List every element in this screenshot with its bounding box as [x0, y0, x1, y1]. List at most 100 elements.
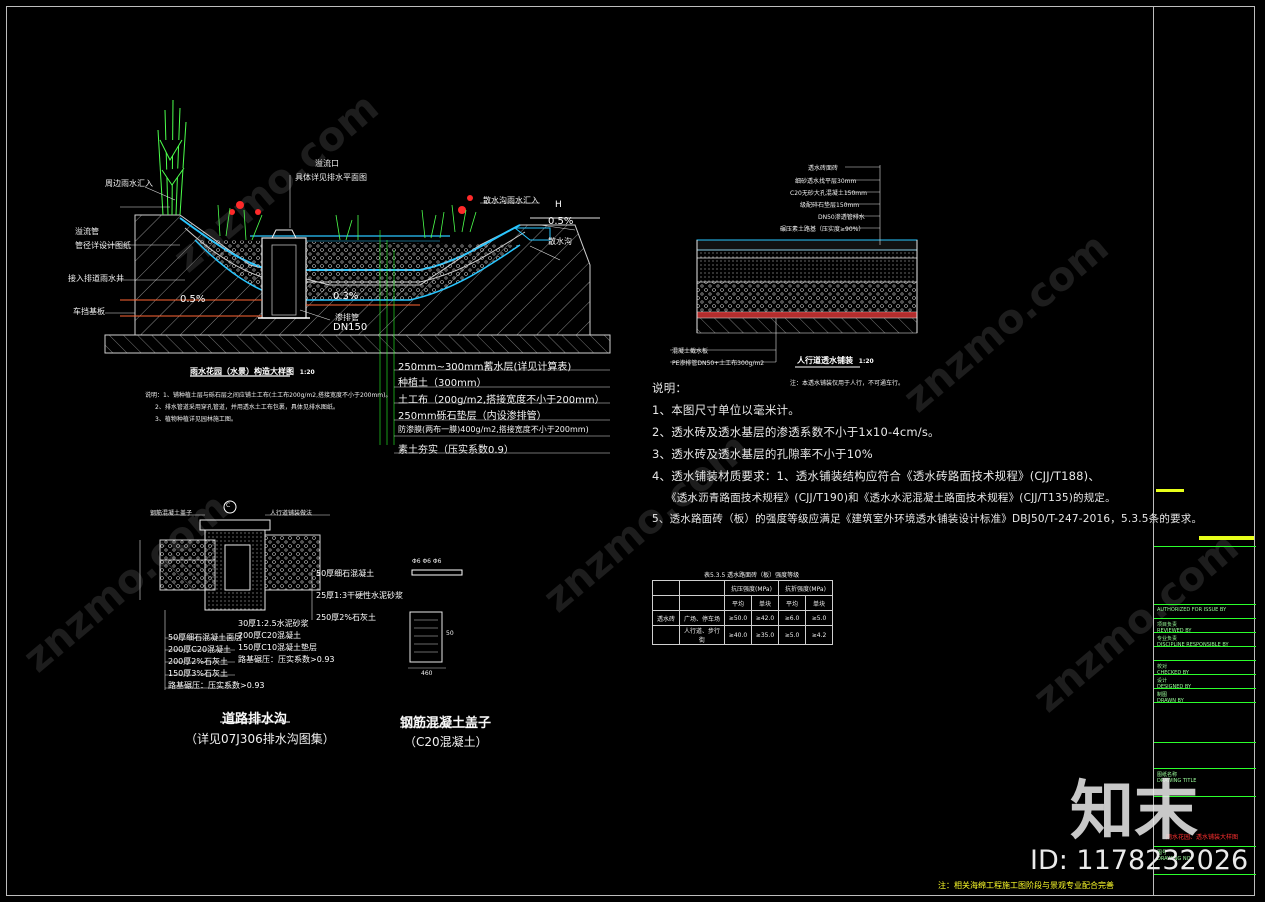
cover-title: 钢筋混凝土盖子 — [400, 716, 492, 731]
ditch-subtitle: （详见07J306排水沟图集） — [185, 732, 335, 746]
layer-1: 250mm~300mm蓄水层(详见计算表) — [398, 362, 572, 373]
tb-divider — [1154, 846, 1256, 847]
table-cell: ≥50.0 — [724, 610, 752, 626]
layer-5: 防渗膜(两布一膜)400g/m2,搭接宽度不小于200mm) — [398, 425, 589, 434]
pave-layer-2: 细砂透水找平层30mm — [795, 178, 857, 185]
table-header-row: 平均 单块 平均 单块 — [652, 595, 833, 611]
connect-well-label: 接入排道雨水井 — [68, 274, 124, 283]
overflow-detail-label: 具体详见排水平面图 — [295, 173, 367, 182]
slope-left-label: 0.5% — [180, 294, 206, 305]
tb-divider — [1154, 674, 1256, 675]
table-cell: 平均 — [778, 595, 806, 611]
tb-field: 项目负责 — [1157, 622, 1178, 628]
general-notes: 说明： 1、本图尺寸单位以毫米计。 2、透水砖及透水基层的渗透系数不小于1x10… — [652, 380, 1202, 526]
tb-field: CHECKED BY — [1157, 670, 1189, 676]
notes-heading: 说明： — [652, 381, 688, 395]
ditch-label-9: 路基碾压：压实系数>0.93 — [238, 655, 335, 664]
drain-ditch-section — [139, 500, 330, 723]
pave-layer-3: C20无砂大孔混凝土150mm — [790, 190, 867, 197]
tb-field: 校对 — [1157, 664, 1168, 670]
table-cell — [679, 580, 725, 596]
table-cell: 人行道、步行街 — [679, 625, 725, 645]
note-item-4: 4、透水铺装材质要求：1、透水铺装结构应符合《透水砖路面技术规程》(CJJ/T1… — [652, 469, 1101, 483]
table-cell: ≥5.0 — [805, 610, 833, 626]
tb-field: DRAWN BY — [1157, 698, 1184, 704]
tb-field: 图纸名称 — [1157, 772, 1178, 778]
vehicle-plate-label: 车挡基板 — [73, 307, 105, 316]
rain-garden-title-text: 雨水花园（水景）构造大样图 — [190, 367, 294, 376]
cover-width: 460 — [421, 670, 433, 677]
slope-right-label: 0.5% — [548, 216, 574, 227]
drawing-frame — [6, 6, 1255, 896]
ditch-right-label-2: 25厚1:3干硬性水泥砂浆 — [316, 591, 404, 600]
title-block: AUTHORIZED FOR ISSUE BY 项目负责 REVIEWED BY… — [1153, 6, 1256, 896]
note-item-5: 《透水沥青路面技术规程》(CJJ/T190)和《透水水泥混凝土路面技术规程》(C… — [666, 492, 1116, 504]
table-cell — [679, 595, 725, 611]
table-caption: 表5.3.5 透水路面砖（板）强度等级 — [704, 572, 800, 579]
tb-divider — [1154, 646, 1256, 647]
pave-layer-4: 级配碎石垫层150mm — [800, 202, 860, 209]
ditch-label-8: 150厚C10混凝土垫层 — [238, 643, 318, 652]
ditch-label-5: 路基碾压：压实系数>0.93 — [168, 681, 265, 690]
note-item-3: 3、透水砖及透水基层的孔隙率不小于10% — [652, 447, 873, 461]
ditch-title: 道路排水沟 — [222, 712, 288, 727]
table-cell: 单块 — [805, 595, 833, 611]
note-item-1: 1、本图尺寸单位以毫米计。 — [652, 403, 800, 417]
ditch-label-3: 200厚2%石灰土 — [168, 657, 228, 666]
tb-field: 制图 — [1157, 692, 1168, 698]
tb-field: 图号 — [1157, 850, 1168, 856]
tb-divider — [1154, 660, 1256, 661]
footer-note: 注：相关海绵工程施工图阶段与景观专业配合完善 — [938, 881, 1114, 890]
slope-mid-label: 0.3% — [333, 291, 359, 302]
layer-3: 土工布（200g/m2,搭接宽度不小于200mm） — [398, 395, 605, 406]
zhimo-logo: 知末 — [1070, 775, 1198, 849]
ditch-label-1: 50厚细石混凝土面层 — [168, 633, 243, 642]
gutter-label: 散水沟 — [548, 237, 572, 246]
table-cell: ≥42.0 — [751, 610, 779, 626]
tb-drawing-title: 雨水花园、透水铺装大样图 — [1166, 834, 1239, 841]
tb-field: DRAWING TITLE — [1157, 778, 1197, 784]
concrete-cover — [400, 569, 475, 728]
seep-pipe-label: 渗排管 — [335, 313, 359, 322]
note-item-2: 2、透水砖及透水基层的渗透系数不小于1x10-4cm/s。 — [652, 425, 940, 439]
rain-garden-scale: 1:20 — [299, 369, 315, 376]
table-cell: 抗折强度(MPa) — [778, 580, 833, 596]
pave-layer-5: DN50渗透管排水 — [818, 214, 865, 221]
tb-field: DESIGNED BY — [1157, 684, 1192, 690]
tb-divider — [1154, 546, 1256, 547]
table-cell: 透水砖 — [652, 610, 680, 626]
tb-divider — [1154, 688, 1256, 689]
note-item-6: 5、透水路面砖（板）的强度等级应满足《建筑室外环境透水铺装设计标准》DBJ50/… — [652, 513, 1203, 525]
table-header-row: 抗压强度(MPa) 抗折强度(MPa) — [652, 580, 833, 596]
tb-marker — [1156, 489, 1184, 492]
table-cell — [652, 595, 680, 611]
table-cell: ≥40.0 — [724, 625, 752, 645]
tb-divider — [1154, 742, 1256, 743]
tb-divider — [1154, 768, 1256, 769]
tb-divider — [1154, 796, 1256, 797]
pave-bottom-1: 混凝土截水板 — [672, 348, 709, 355]
pave-layer-1: 透水砖面砖 — [808, 165, 839, 172]
ditch-label-2: 200厚C20混凝土 — [168, 645, 232, 654]
pavement-section — [670, 165, 918, 368]
garden-note-2: 2、排水管道采用穿孔管道，并用透水土工布包裹，具体见排水图纸。 — [155, 404, 339, 411]
layer-6: 素土夯实（压实系数0.9） — [398, 445, 514, 456]
ditch-right-label-3: 250厚2%石灰土 — [316, 613, 376, 622]
strength-table: 抗压强度(MPa) 抗折强度(MPa) 平均 单块 平均 单块 透水砖 广场、停… — [652, 580, 833, 645]
ditch-circle-mark: C — [226, 502, 231, 509]
ditch-label-7: 200厚C20混凝土 — [238, 631, 302, 640]
tb-field: 专业负责 — [1157, 636, 1178, 642]
disperse-inflow-label: 散水沟雨水汇入 — [483, 196, 539, 205]
tb-field: 设计 — [1157, 678, 1168, 684]
pavement-title: 人行道透水铺装 1:20 — [797, 355, 874, 366]
surrounding-runoff-label: 周边雨水汇入 — [105, 179, 153, 188]
table-cell: ≥6.0 — [778, 610, 806, 626]
tb-field: DISCIPLINE RESPONSIBLE BY — [1157, 642, 1229, 648]
pavement-remark: 注：本透水铺装仅用于人行，不可通车行。 — [790, 380, 905, 387]
table-cell: 单块 — [751, 595, 779, 611]
cover-subtitle: （C20混凝土） — [404, 735, 488, 749]
layer-2: 种植土（300mm） — [398, 378, 487, 389]
table-cell: 抗压强度(MPa) — [724, 580, 779, 596]
tb-divider — [1154, 702, 1256, 703]
rain-garden-title: 雨水花园（水景）构造大样图 1:20 — [190, 366, 315, 377]
